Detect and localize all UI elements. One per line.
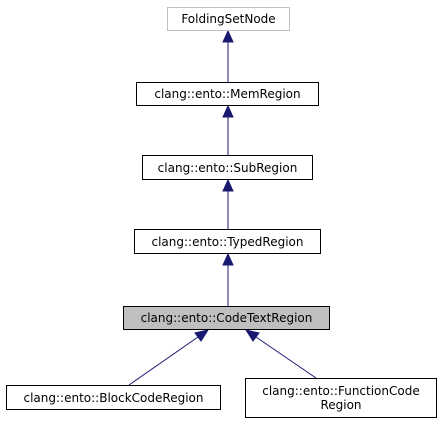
node-codetextregion-current: clang::ento::CodeTextRegion: [123, 306, 330, 330]
arrowhead-codetextregion-right: [244, 329, 260, 342]
node-functioncoderegion[interactable]: clang::ento::FunctionCode Region: [245, 378, 437, 418]
edge-functioncoderegion-to-codetextregion: [255, 336, 317, 379]
edge-blockcoderegion-to-codetextregion: [128, 336, 199, 386]
arrowhead-foldingsetnode: [222, 29, 234, 43]
arrowhead-subregion: [222, 178, 234, 192]
arrowhead-codetextregion-left: [194, 329, 210, 342]
node-foldingsetnode[interactable]: FoldingSetNode: [167, 7, 290, 31]
arrowhead-typedregion: [222, 252, 234, 266]
node-subregion[interactable]: clang::ento::SubRegion: [142, 155, 313, 180]
node-typedregion[interactable]: clang::ento::TypedRegion: [134, 229, 321, 254]
node-blockcoderegion[interactable]: clang::ento::BlockCodeRegion: [6, 385, 221, 410]
node-memregion[interactable]: clang::ento::MemRegion: [136, 82, 319, 106]
arrowhead-memregion: [222, 104, 234, 118]
